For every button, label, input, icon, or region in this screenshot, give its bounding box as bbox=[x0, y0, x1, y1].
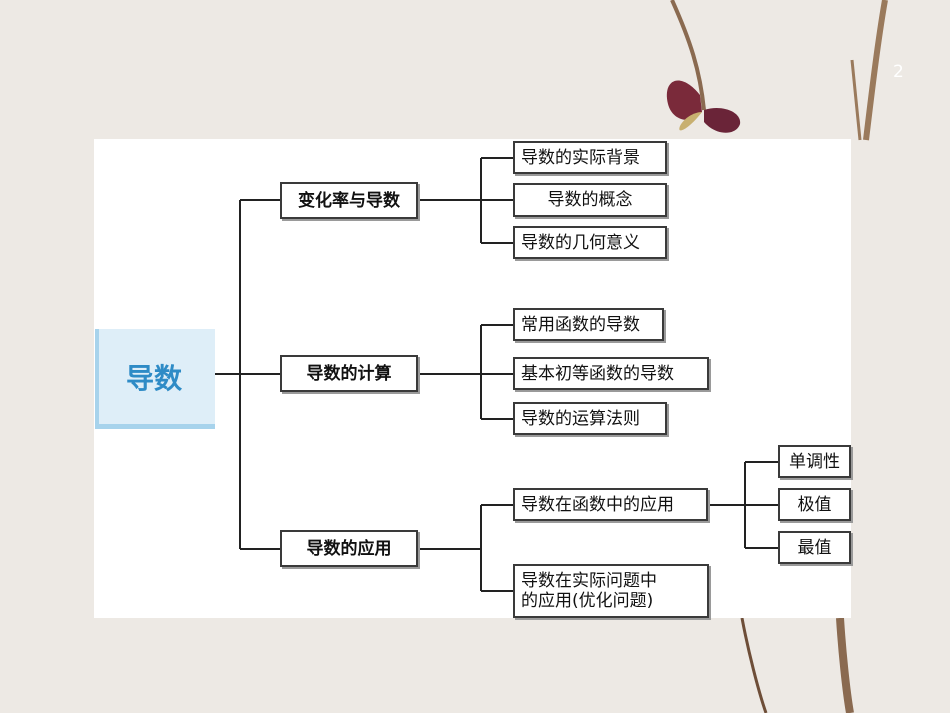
butterfly-wing bbox=[704, 107, 741, 133]
leaf-node-common-functions: 常用函数的导数 bbox=[513, 308, 664, 341]
leaf-node-concept: 导数的概念 bbox=[513, 183, 667, 217]
branch-stem bbox=[670, 0, 706, 111]
leaf-node-elementary-functions: 基本初等函数的导数 bbox=[513, 357, 709, 390]
branch-node-change-rate: 变化率与导数 bbox=[280, 182, 418, 219]
root-node: 导数 bbox=[95, 329, 215, 429]
leaf-node-real-background: 导数的实际背景 bbox=[513, 141, 667, 174]
leaf-node-operation-rules: 导数的运算法则 bbox=[513, 402, 667, 435]
leaf-node-geometric-meaning: 导数的几何意义 bbox=[513, 226, 667, 259]
butterfly-wing bbox=[666, 80, 702, 120]
branch-stem bbox=[740, 617, 768, 713]
branch-stem bbox=[863, 0, 888, 141]
practical-problems-line2: 的应用(优化问题) bbox=[521, 591, 654, 611]
branch-node-calculation: 导数的计算 bbox=[280, 355, 418, 392]
sub-branch-node-in-functions: 导数在函数中的应用 bbox=[513, 488, 708, 521]
leaf-node-max-min: 最值 bbox=[778, 531, 851, 564]
leaf-node-practical-problems: 导数在实际问题中 的应用(优化问题) bbox=[513, 564, 709, 618]
page-number: 2 bbox=[893, 62, 904, 82]
leaf-node-extremum: 极值 bbox=[778, 488, 851, 521]
practical-problems-line1: 导数在实际问题中 bbox=[521, 571, 657, 591]
branch-stem bbox=[850, 59, 862, 141]
leaf-node-monotonicity: 单调性 bbox=[778, 445, 851, 478]
diagram-panel bbox=[94, 139, 851, 618]
butterfly-wing bbox=[679, 112, 702, 131]
branch-stem bbox=[836, 617, 854, 713]
branch-node-application: 导数的应用 bbox=[280, 530, 418, 567]
